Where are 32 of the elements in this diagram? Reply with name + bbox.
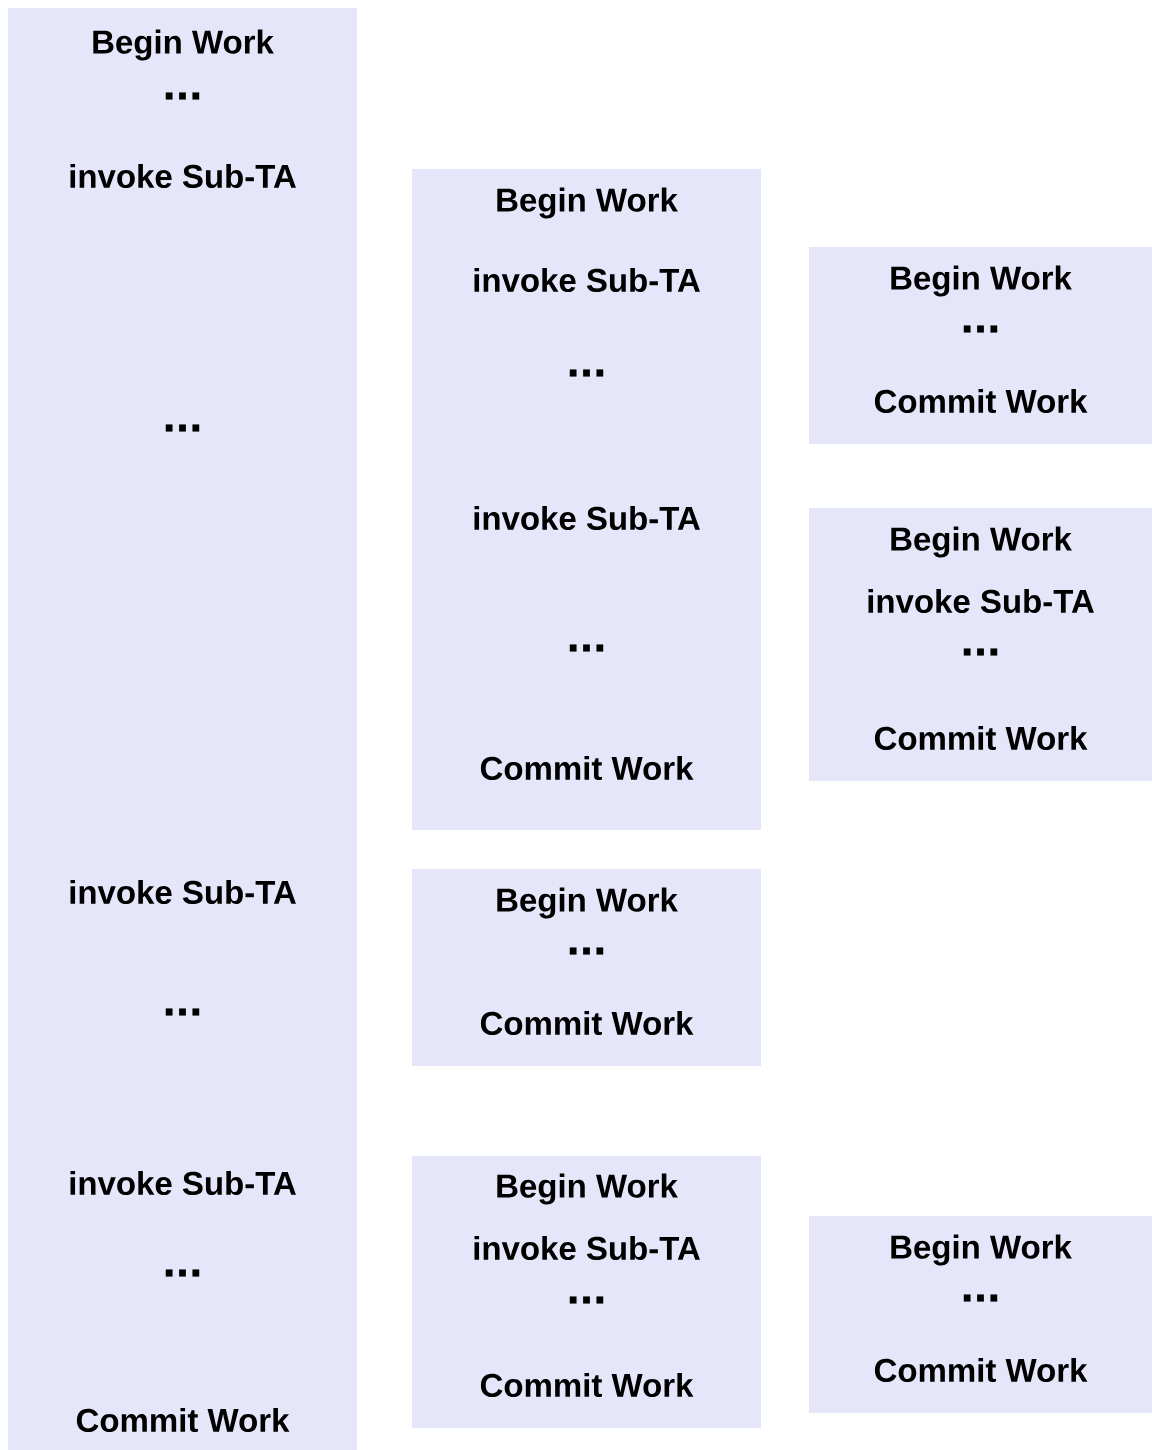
step-label: Begin Work bbox=[891, 265, 1072, 297]
ellipsis-mark: ... bbox=[569, 369, 604, 377]
ellipsis-mark: ... bbox=[165, 92, 200, 100]
step-label: Commit Work bbox=[480, 1010, 694, 1036]
step-label: invoke Sub-TA bbox=[70, 879, 296, 905]
step-label: invoke Sub-TA bbox=[474, 505, 700, 531]
step-label: Commit Work bbox=[480, 1372, 694, 1398]
step-label: Begin Work bbox=[891, 526, 1072, 558]
step-label: Begin Work bbox=[93, 29, 274, 61]
step-label: Begin Work bbox=[891, 1234, 1072, 1266]
ellipsis-mark: ... bbox=[165, 424, 200, 432]
step-label: Commit Work bbox=[76, 1407, 290, 1433]
step-label: Begin Work bbox=[497, 887, 678, 919]
step-label: Commit Work bbox=[874, 388, 1088, 414]
step-label: invoke Sub-TA bbox=[70, 1170, 296, 1196]
step-label: invoke Sub-TA bbox=[474, 1235, 700, 1261]
step-label: invoke Sub-TA bbox=[474, 267, 700, 293]
step-label: invoke Sub-TA bbox=[868, 588, 1094, 614]
ellipsis-mark: ... bbox=[569, 644, 604, 652]
ellipsis-mark: ... bbox=[963, 648, 998, 656]
ellipsis-mark: ... bbox=[963, 325, 998, 333]
ellipsis-mark: ... bbox=[165, 1008, 200, 1016]
step-label: Begin Work bbox=[497, 1173, 678, 1205]
ellipsis-mark: ... bbox=[963, 1294, 998, 1302]
step-label: Commit Work bbox=[874, 725, 1088, 751]
step-label: Commit Work bbox=[480, 755, 694, 781]
step-label: Begin Work bbox=[497, 187, 678, 219]
ellipsis-mark: ... bbox=[569, 1296, 604, 1304]
step-label: invoke Sub-TA bbox=[70, 163, 296, 189]
ellipsis-mark: ... bbox=[569, 947, 604, 955]
step-label: Commit Work bbox=[874, 1357, 1088, 1383]
ellipsis-mark: ... bbox=[165, 1269, 200, 1277]
